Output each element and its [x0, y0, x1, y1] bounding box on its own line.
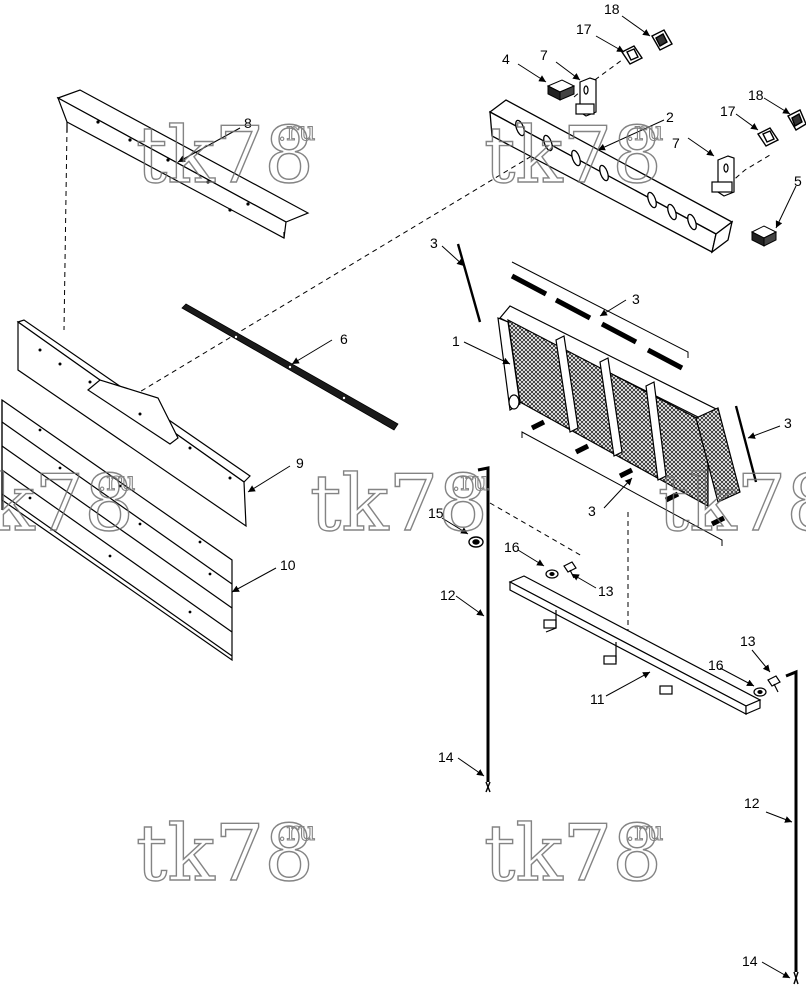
svg-text:tk78: tk78 — [484, 809, 662, 899]
svg-text:tk78: tk78 — [136, 809, 314, 899]
callout-18-right: 18 — [748, 87, 764, 103]
bolt-13-right — [767, 675, 781, 693]
watermark-logo: tk78 .ru — [135, 808, 316, 899]
callout-13-left: 13 — [598, 583, 614, 599]
pad-left — [546, 79, 576, 101]
callout-7-top: 7 — [540, 47, 548, 63]
callout-8: 8 — [244, 115, 252, 131]
callout-18-top: 18 — [604, 1, 620, 17]
svg-text:tk78: tk78 — [658, 459, 806, 549]
svg-text:tk78: tk78 — [0, 459, 134, 549]
watermark-logo: tk78 .ru — [0, 458, 136, 549]
svg-text:tk78: tk78 — [136, 111, 314, 201]
callout-3-bottom: 3 — [588, 503, 596, 519]
callout-16-right: 16 — [708, 657, 724, 673]
seal-strip — [181, 303, 399, 431]
callout-14-left: 14 — [438, 749, 454, 765]
callout-13-right: 13 — [740, 633, 756, 649]
callout-16-left: 16 — [504, 539, 520, 555]
lower-support-tray — [508, 575, 762, 715]
callout-10: 10 — [280, 557, 296, 573]
callout-4: 4 — [502, 51, 510, 67]
plate-17-right — [756, 127, 780, 147]
louver-panel — [1, 398, 233, 662]
callout-3-right: 3 — [784, 415, 792, 431]
top-rail-tank — [488, 99, 734, 254]
front-panel — [16, 319, 251, 528]
clamp-15 — [468, 536, 484, 548]
callout-9: 9 — [296, 455, 304, 471]
svg-text:.ru: .ru — [278, 117, 315, 147]
pad-right — [750, 225, 778, 247]
washer-16-right — [753, 687, 767, 697]
plate-17-top — [620, 45, 644, 65]
callout-labels: 18 17 7 4 2 8 18 17 7 5 3 3 1 6 3 9 3 15… — [244, 1, 802, 969]
svg-text:tk78: tk78 — [310, 459, 488, 549]
watermark-logo: tk78 — [657, 458, 806, 549]
svg-text:.ru: .ru — [278, 817, 315, 847]
callout-12-right: 12 — [744, 795, 760, 811]
svg-text:tk78: tk78 — [484, 111, 662, 201]
watermark-logo: tk78 .ru — [309, 458, 490, 549]
callout-15: 15 — [428, 505, 444, 521]
callout-17-top: 17 — [576, 21, 592, 37]
plate-18-top — [651, 29, 673, 51]
callout-12-left: 12 — [440, 587, 456, 603]
svg-text:.ru: .ru — [626, 117, 663, 147]
svg-text:.ru: .ru — [452, 467, 489, 497]
tie-rod-right — [785, 669, 799, 985]
callout-1: 1 — [452, 333, 460, 349]
plate-18-right — [787, 109, 806, 131]
svg-text:.ru: .ru — [98, 467, 135, 497]
callout-6: 6 — [340, 331, 348, 347]
bracket-left — [575, 77, 597, 117]
callout-5: 5 — [794, 173, 802, 189]
callout-3-left: 3 — [430, 235, 438, 251]
callout-7-right: 7 — [672, 135, 680, 151]
watermark-logo: tk78 .ru — [483, 110, 664, 201]
svg-text:.ru: .ru — [626, 817, 663, 847]
tie-rod-left — [477, 466, 491, 793]
leader-lines — [177, 15, 797, 979]
watermarks: tk78 .ru tk78 .ru tk78 .ru tk78 .ru tk78… — [0, 110, 806, 899]
callout-3-top: 3 — [632, 291, 640, 307]
callout-11: 11 — [590, 691, 605, 707]
core-seals — [456, 243, 758, 546]
callout-17-right: 17 — [720, 103, 736, 119]
watermark-logo: tk78 .ru — [135, 110, 316, 201]
washer-16-left — [545, 569, 559, 579]
bracket-right — [711, 155, 735, 197]
callout-2: 2 — [666, 109, 674, 125]
watermark-logo: tk78 .ru — [483, 808, 664, 899]
callout-14-right: 14 — [742, 953, 758, 969]
